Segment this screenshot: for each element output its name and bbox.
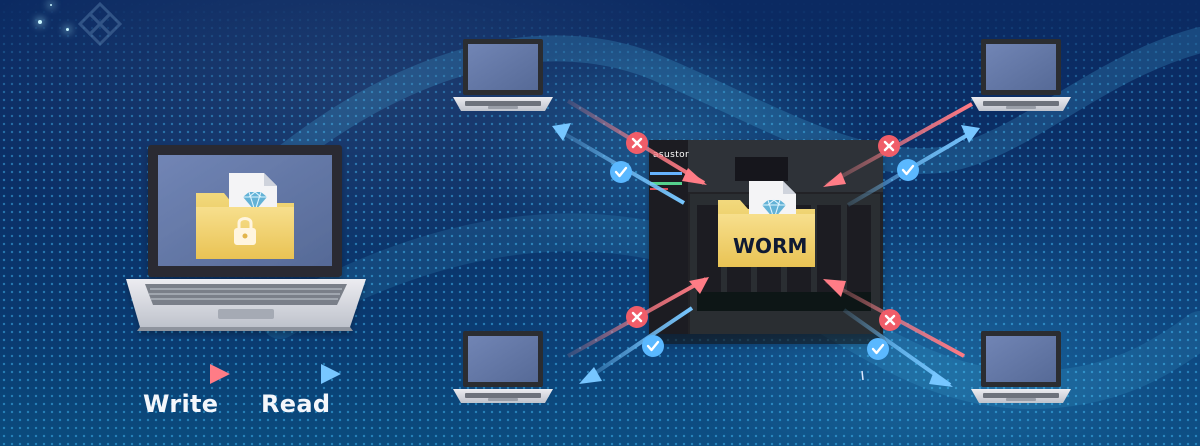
source-folder-icon — [196, 173, 294, 259]
allow-icon-top-left — [608, 159, 634, 185]
write-blocked-bottom-right-head — [823, 279, 846, 297]
nas-side-light-green — [650, 182, 682, 185]
read-allowed-bottom-left — [580, 306, 694, 384]
tiny-mark — [861, 370, 864, 381]
read-allowed-bottom-left-head — [579, 367, 602, 384]
source-laptop-keys — [149, 288, 342, 300]
read-allowed-top-right-head — [961, 125, 980, 143]
deny-icon-bottom-right — [877, 307, 903, 333]
legend-read-arrow-head — [321, 364, 341, 384]
client-laptop-bottom-left — [453, 331, 553, 403]
client-laptop-bottom-right — [971, 331, 1071, 403]
legend-read-label: Read — [261, 390, 330, 418]
deny-icon-bottom-left — [624, 304, 650, 330]
read-allowed-bottom-right — [842, 308, 952, 387]
star-1 — [38, 20, 42, 24]
deny-icon-top-left — [624, 130, 650, 156]
nas-bay-slot-row — [697, 292, 871, 311]
legend-write-label: Write — [143, 390, 218, 418]
nas-side-light-blue — [650, 172, 682, 175]
dot-wave-outline — [257, 27, 1200, 183]
allow-icon-bottom-left — [640, 333, 666, 359]
write-blocked-bottom-left-head — [689, 277, 709, 294]
faint-logo — [77, 1, 123, 47]
nas-shadow-base — [644, 334, 888, 344]
worm-label: WORM — [733, 234, 807, 258]
star-3 — [50, 4, 52, 6]
write-blocked-top-right-head — [823, 172, 846, 187]
client-laptop-top-right — [971, 39, 1071, 111]
read-allowed-bottom-right-head — [929, 371, 953, 387]
read-allowed-top-left-head — [552, 123, 571, 141]
allow-icon-top-right — [895, 157, 921, 183]
legend-write-arrow-head — [210, 364, 230, 384]
client-laptop-top-left — [453, 39, 553, 111]
nas-display — [735, 157, 788, 181]
nas-brand: asustor — [653, 150, 689, 160]
allow-icon-bottom-right — [865, 336, 891, 362]
worm-folder-icon: WORM — [718, 181, 815, 267]
star-2 — [66, 28, 69, 31]
deny-icon-top-right — [876, 133, 902, 159]
source-laptop-trackpad — [218, 309, 274, 319]
source-laptop-bottom-edge — [137, 327, 353, 331]
lock-icon — [234, 217, 256, 245]
decorative-stars — [20, 0, 140, 50]
worm-folder-front — [718, 214, 815, 267]
write-blocked-top-left-head — [682, 168, 707, 185]
